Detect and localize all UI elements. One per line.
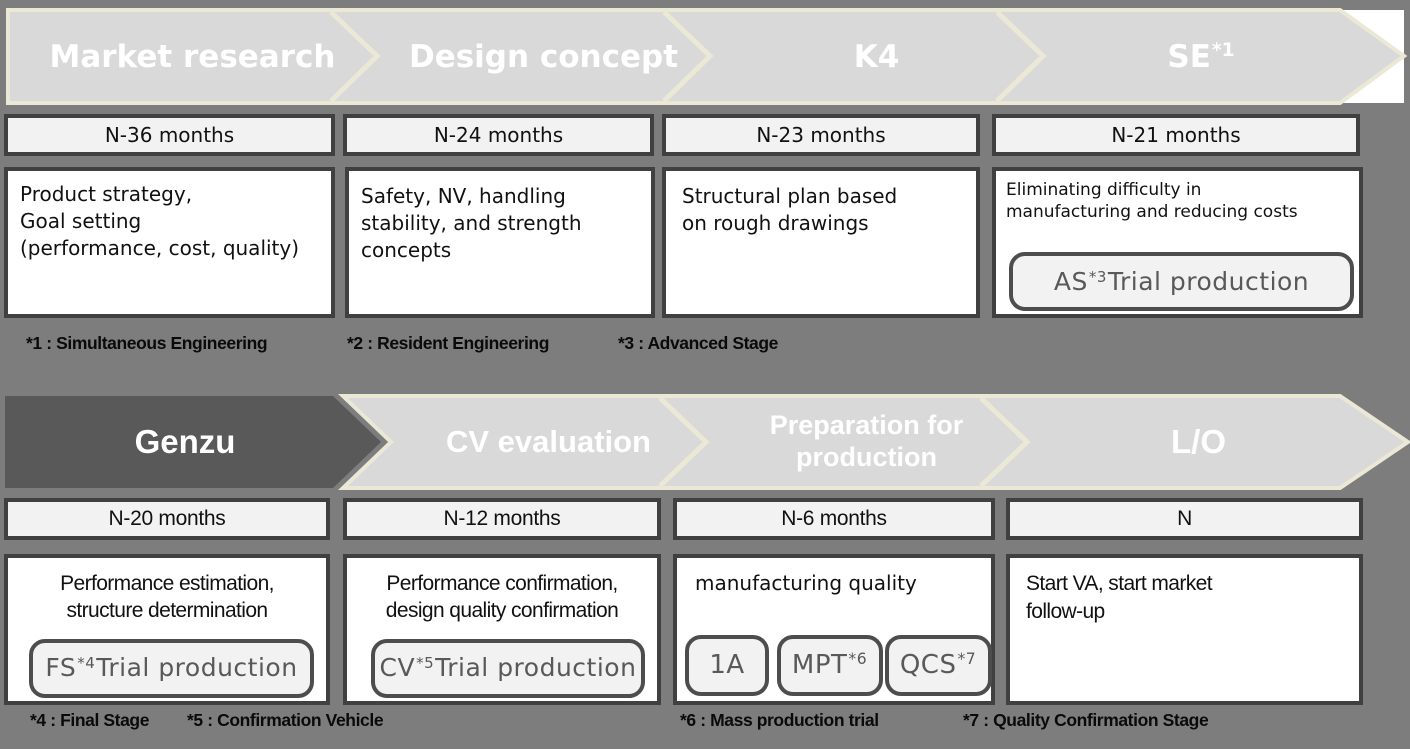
button-prefix: QCS: [899, 649, 957, 680]
mpt-button: MPT*6: [777, 635, 883, 696]
button-footnote-marker: *3: [1088, 267, 1107, 286]
stage-label: Preparation for production: [769, 410, 964, 472]
cv-trial-production-button: CV*5Trial production: [371, 639, 645, 698]
detail-box-lo: Start VA, start market follow-up: [1006, 554, 1363, 705]
bottom-band-divider-1: [658, 396, 710, 488]
timeframe-box-n12: N-12 months: [343, 498, 661, 540]
detail-text: Safety, NV, handling stability, and stre…: [361, 184, 582, 262]
timeframe-label: N-12 months: [443, 507, 561, 530]
detail-text: manufacturing quality: [695, 571, 917, 595]
timeframe-box-n21: N-21 months: [992, 114, 1360, 156]
stage-k4: K4: [710, 10, 1043, 103]
detail-text: Eliminating difficulty in manufacturing …: [1006, 180, 1298, 223]
timeframe-box-n20: N-20 months: [4, 498, 330, 540]
button-suffix: Trial production: [435, 653, 637, 683]
footnote-5: *5 : Confirmation Vehicle: [187, 710, 384, 730]
top-band-divider-1: [329, 10, 381, 103]
stage-label: L/O: [1171, 423, 1226, 460]
detail-text: Product strategy, Goal setting (performa…: [20, 182, 300, 260]
timeframe-label: N-20 months: [108, 507, 226, 530]
stage-label: CV evaluation: [446, 424, 651, 459]
stage-lo: L/O: [1027, 396, 1370, 488]
bottom-band-divider-2: [979, 396, 1031, 488]
timeframe-label: N-21 months: [1111, 123, 1241, 147]
footnote-2: *2 : Resident Engineering: [347, 333, 549, 353]
button-prefix: AS: [1053, 267, 1088, 296]
bottom-stage-band: [5, 394, 1410, 490]
qcs-button: QCS*7: [885, 635, 992, 696]
detail-box-market-research: Product strategy, Goal setting (performa…: [4, 167, 335, 318]
detail-text: Start VA, start market follow-up: [1026, 572, 1213, 624]
timeframe-label: N-6 months: [781, 507, 887, 530]
button-suffix: Trial production: [96, 653, 298, 683]
detail-box-se: Eliminating difficulty in manufacturing …: [992, 167, 1363, 318]
timeframe-box-n6: N-6 months: [673, 498, 995, 540]
detail-box-design-concept: Safety, NV, handling stability, and stre…: [345, 167, 655, 318]
footnote-7: *7 : Quality Confirmation Stage: [963, 710, 1209, 730]
button-footnote-marker: *6: [848, 650, 868, 669]
timeframe-box-n23: N-23 months: [662, 114, 980, 156]
detail-text: Performance estimation, structure determ…: [60, 572, 274, 623]
top-stage-band: [6, 8, 1408, 105]
button-suffix: Trial production: [1107, 267, 1310, 296]
timeframe-label: N: [1177, 507, 1192, 530]
fs-trial-production-button: FS*4Trial production: [29, 639, 314, 698]
button-footnote-marker: *7: [957, 650, 977, 669]
stage-preparation-for-production: Preparation for production: [706, 396, 1027, 488]
timeframe-label: N-24 months: [433, 123, 564, 147]
timeframe-box-n: N: [1006, 498, 1363, 540]
1a-button: 1A: [685, 635, 769, 696]
button-prefix: 1A: [709, 649, 745, 680]
footnote-1: *1 : Simultaneous Engineering: [26, 333, 268, 353]
detail-box-genzu: Performance estimation, structure determ…: [4, 554, 330, 705]
top-band-divider-3: [995, 10, 1047, 103]
stage-label: Market research: [49, 38, 336, 75]
stage-market-research: Market research: [8, 10, 377, 103]
stage-design-concept: Design concept: [377, 10, 710, 103]
footnote-6: *6 : Mass production trial: [680, 710, 879, 730]
stage-cv-evaluation: CV evaluation: [391, 396, 706, 488]
stage-se-footnote-marker: *1: [1211, 40, 1235, 62]
button-footnote-marker: *5: [416, 654, 435, 672]
timeframe-label: N-36 months: [104, 123, 235, 147]
bottom-band-arrow-shape: [338, 394, 1410, 490]
stage-label: Design concept: [408, 38, 679, 75]
stage-label: Genzu: [134, 423, 236, 460]
detail-text: Performance confirmation, design quality…: [385, 572, 619, 623]
button-prefix: MPT: [791, 649, 848, 680]
footnote-4: *4 : Final Stage: [30, 710, 150, 730]
timeframe-label: N-23 months: [756, 123, 886, 147]
button-prefix: CV: [379, 653, 416, 683]
detail-box-k4: Structural plan based on rough drawings: [662, 167, 980, 318]
timeframe-box-n24: N-24 months: [343, 114, 654, 156]
stage-label: K4: [853, 38, 900, 75]
detail-box-preparation: manufacturing quality 1A MPT*6 QCS*7: [673, 554, 995, 705]
stage-label: SE: [1167, 38, 1211, 75]
as-trial-production-button: AS*3Trial production: [1009, 252, 1354, 311]
button-prefix: FS: [45, 653, 77, 683]
stage-genzu-active-arrow: [5, 396, 381, 488]
top-band-divider-2: [662, 10, 714, 103]
detail-text: Structural plan based on rough drawings: [682, 184, 898, 235]
footnote-3: *3 : Advanced Stage: [618, 333, 779, 353]
detail-box-cv-evaluation: Performance confirmation, design quality…: [343, 554, 661, 705]
timeframe-box-n36: N-36 months: [4, 114, 335, 156]
stage-genzu: Genzu: [5, 396, 365, 488]
stage-se: SE*1: [1043, 10, 1360, 103]
button-footnote-marker: *4: [77, 654, 96, 672]
